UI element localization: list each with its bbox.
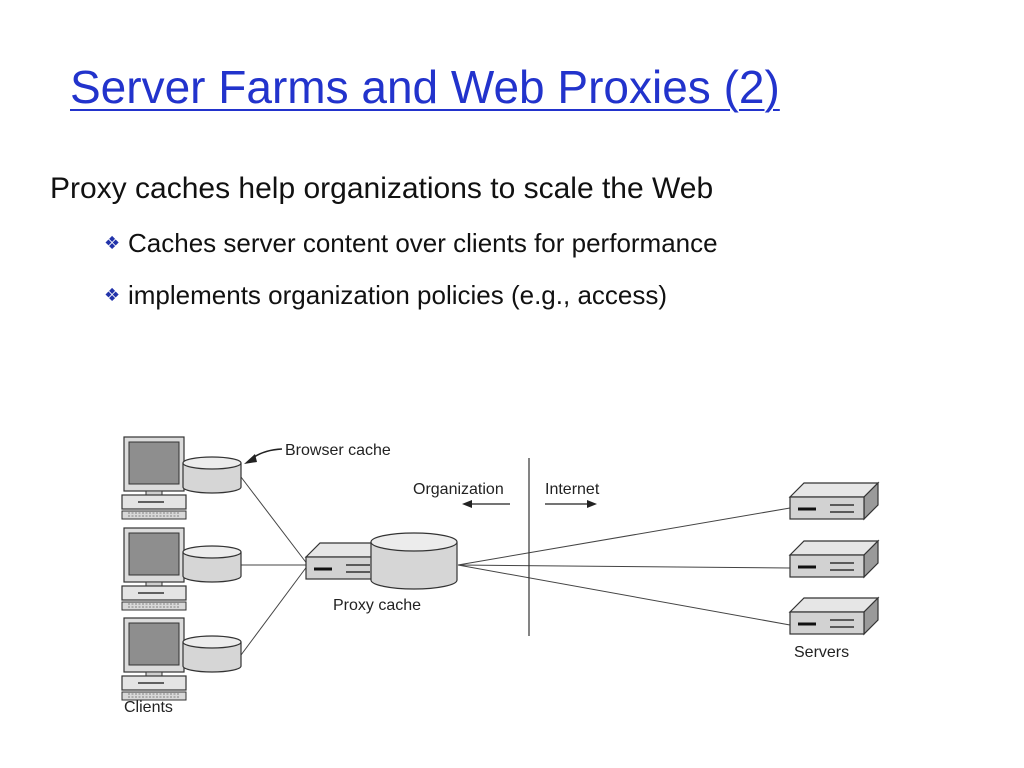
web-server-icon <box>788 481 880 521</box>
sub-bullet-text: implements organization policies (e.g., … <box>128 280 668 310</box>
clients-label: Clients <box>124 699 173 716</box>
sub-bullet-performance: ❖ Caches server content over clients for … <box>104 228 718 259</box>
server-links <box>457 507 791 626</box>
organization-arrow <box>462 500 510 508</box>
client-links <box>240 476 309 656</box>
sub-bullet-policies: ❖ implements organization policies (e.g.,… <box>104 280 667 311</box>
sub-bullet-text: Caches server content over clients for p… <box>128 228 718 258</box>
organization-label: Organization <box>413 481 504 498</box>
client-computer-icon <box>121 436 187 520</box>
browser-cache-pointer-arrow <box>244 448 283 464</box>
internet-label: Internet <box>545 481 600 498</box>
client-computer-icon <box>121 617 187 701</box>
proxy-cache-disk-icon <box>370 532 458 590</box>
browser-cache-icon <box>182 635 242 673</box>
slide-title: Server Farms and Web Proxies (2) <box>70 61 780 113</box>
browser-cache-label: Browser cache <box>285 442 391 459</box>
servers-label: Servers <box>794 644 849 661</box>
proxy-cache-label: Proxy cache <box>333 597 421 614</box>
client-computer-icon <box>121 527 187 611</box>
browser-cache-icon <box>182 456 242 494</box>
main-bullet: Proxy caches help organizations to scale… <box>50 172 714 205</box>
diamond-bullet-icon: ❖ <box>104 233 121 253</box>
web-server-icon <box>788 539 880 579</box>
diamond-bullet-icon: ❖ <box>104 285 121 305</box>
internet-arrow <box>545 500 597 508</box>
web-server-icon <box>788 596 880 636</box>
browser-cache-icon <box>182 545 242 583</box>
